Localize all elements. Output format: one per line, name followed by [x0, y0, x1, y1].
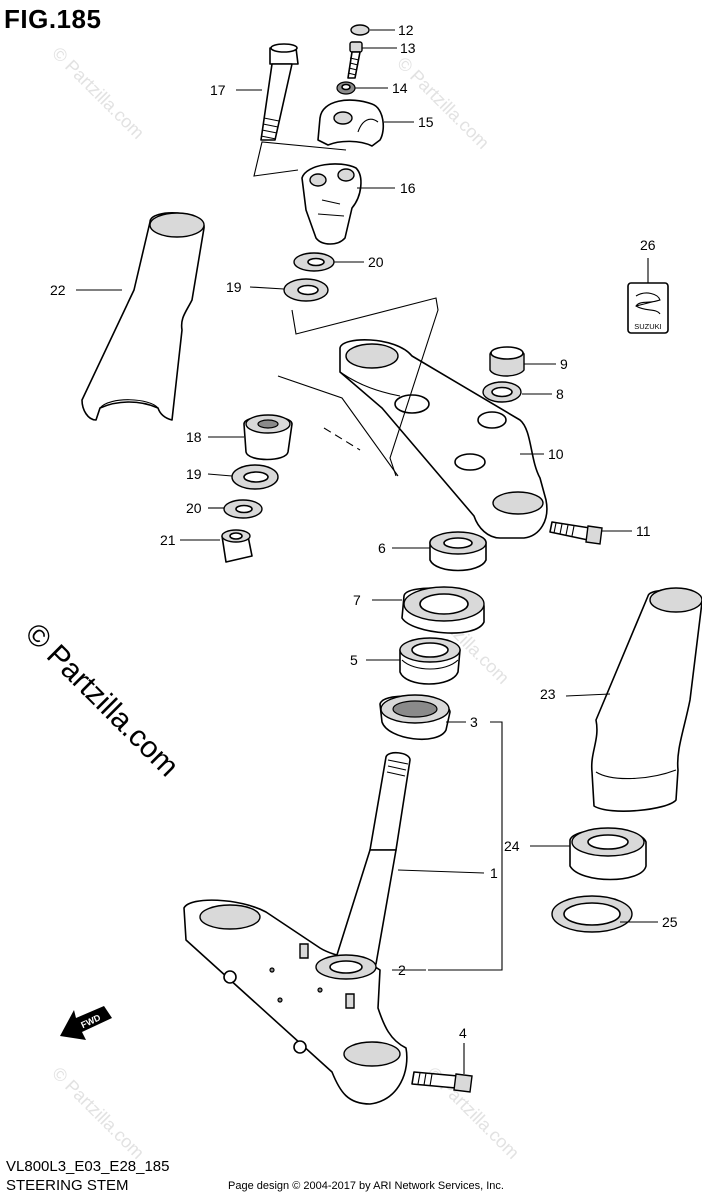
part-17-bolt	[260, 43, 299, 141]
badge-label: SUZUKI	[634, 322, 662, 331]
footer-credit: Page design © 2004-2017 by ARI Network S…	[228, 1180, 504, 1192]
model-code: VL800L3_E03_E28_185	[6, 1158, 170, 1175]
callout-17: 17	[210, 82, 226, 98]
part-8-washer	[482, 381, 522, 403]
callout-13: 13	[400, 40, 416, 56]
part-26-suzuki-badge: SUZUKI	[627, 282, 669, 334]
callout-19-upper: 19	[226, 279, 242, 295]
callout-5: 5	[350, 652, 358, 668]
callout-22: 22	[50, 282, 66, 298]
part-23-fork-cover	[590, 587, 702, 812]
callout-26: 26	[640, 237, 656, 253]
part-3-lower-bearing	[379, 694, 451, 741]
part-15-clamp	[317, 99, 385, 147]
callout-6: 6	[378, 540, 386, 556]
part-13-screw	[347, 41, 363, 79]
callout-20-lower: 20	[186, 500, 202, 516]
part-22-fork-cover	[81, 212, 205, 421]
section-name: STEERING STEM	[6, 1177, 129, 1194]
callout-8: 8	[556, 386, 564, 402]
callout-19-lower: 19	[186, 466, 202, 482]
callout-10: 10	[548, 446, 564, 462]
part-9-cap-nut	[489, 346, 525, 377]
part-24-spacer	[569, 827, 647, 881]
leader-lines	[76, 29, 658, 1074]
part-25-washer	[551, 895, 633, 933]
callout-23: 23	[540, 686, 556, 702]
callout-12: 12	[398, 22, 414, 38]
callout-11: 11	[636, 523, 651, 539]
part-21-nut	[221, 529, 253, 563]
part-7-dust-seal	[401, 586, 485, 634]
callout-2: 2	[398, 962, 406, 978]
callout-3: 3	[470, 714, 478, 730]
callout-21: 21	[160, 532, 176, 548]
callout-7: 7	[353, 592, 361, 608]
callout-20-upper: 20	[368, 254, 384, 270]
callout-24: 24	[504, 838, 520, 854]
part-5-upper-bearing	[399, 637, 461, 685]
fwd-arrow-icon: FWD	[60, 1006, 112, 1040]
part-19-washer-upper	[283, 278, 329, 302]
part-12-cap	[350, 24, 370, 36]
callout-14: 14	[392, 80, 408, 96]
part-19-washer-lower	[231, 464, 279, 490]
part-10-upper-bracket	[339, 339, 548, 539]
callout-labels: 1 2 3 4 5 6 7 8 9 10 11 12 13 14 15 16 1…	[50, 22, 678, 1041]
part-6-stem-nut	[429, 531, 487, 572]
part-16-holder	[301, 163, 362, 245]
callout-15: 15	[418, 114, 434, 130]
part-4-bolt	[411, 1071, 473, 1093]
guide-lines	[253, 141, 439, 477]
callout-1: 1	[490, 865, 498, 881]
figure-title: FIG.185	[4, 4, 102, 34]
callout-9: 9	[560, 356, 568, 372]
part-14-nut	[336, 81, 356, 95]
part-11-bolt	[549, 521, 603, 545]
callout-16: 16	[400, 180, 416, 196]
part-1-steering-stem	[183, 751, 411, 1105]
part-20-washer-upper	[293, 252, 335, 272]
callout-25: 25	[662, 914, 678, 930]
part-20-washer-lower	[223, 499, 263, 519]
callout-18: 18	[186, 429, 202, 445]
callout-4: 4	[459, 1025, 467, 1041]
part-18-bushing	[243, 414, 293, 461]
